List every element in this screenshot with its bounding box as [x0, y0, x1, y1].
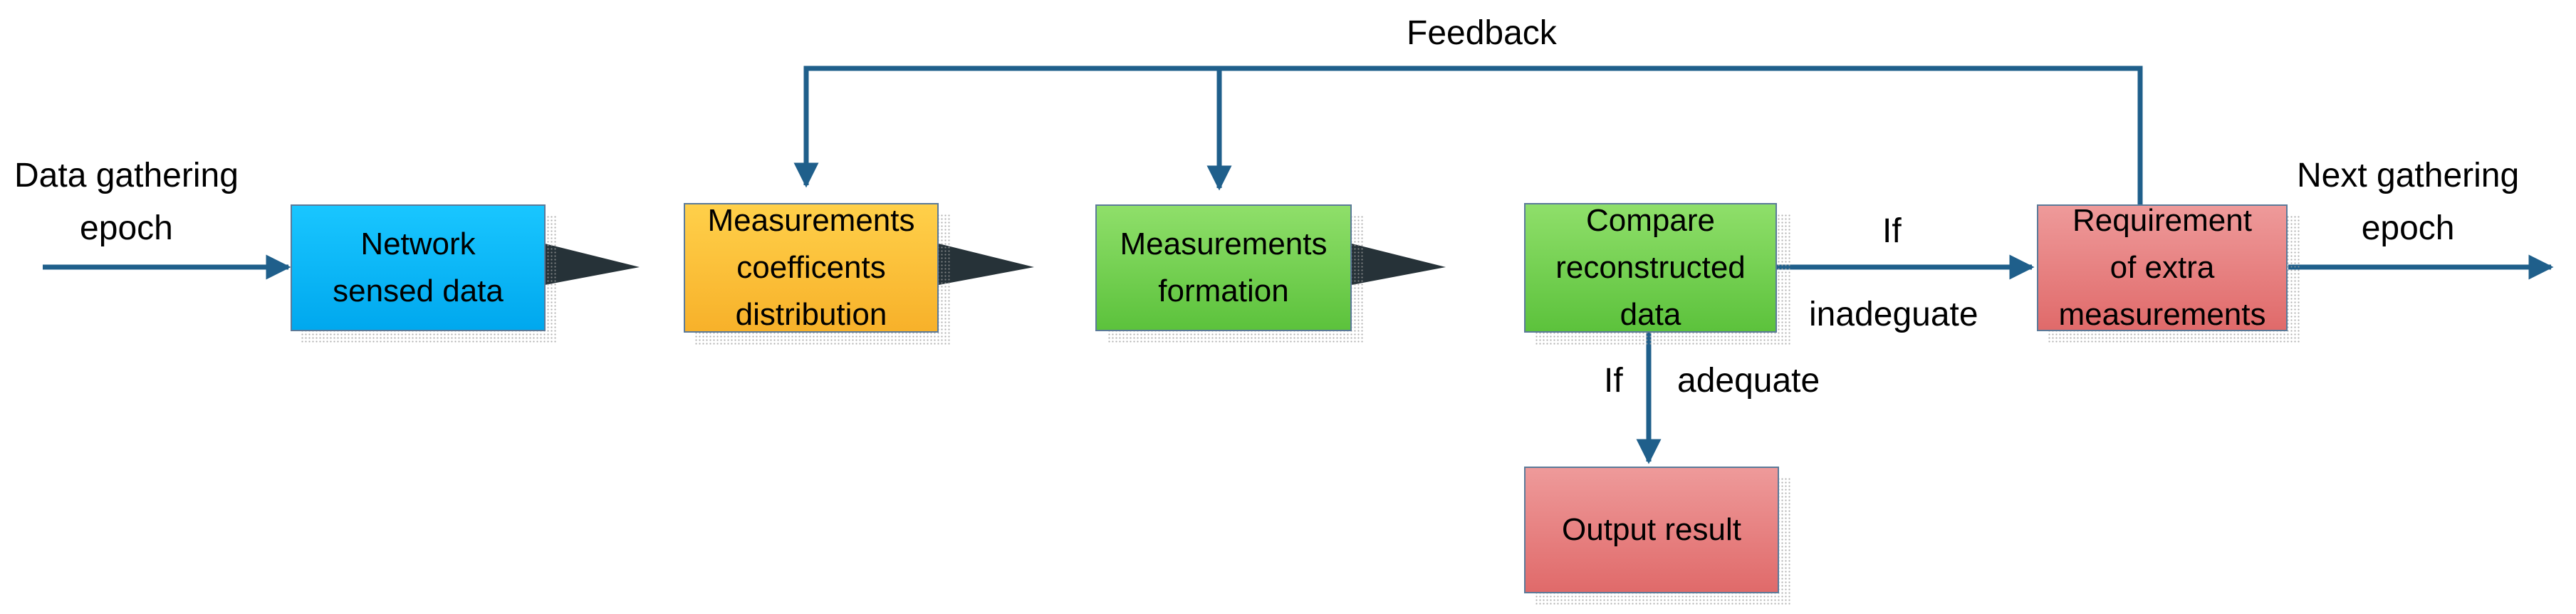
if-inadequate-label: If — [1882, 212, 1902, 250]
inadequate-label: inadeguate — [1809, 296, 1978, 333]
output-result-box: Output result — [1524, 467, 1779, 593]
output-label: Next gathering epoch — [2297, 157, 2520, 248]
compare-reconstructed-box: Compare reconstructed data — [1524, 203, 1777, 333]
input-label: Data gathering epoch — [14, 157, 239, 248]
feedback-label: Feedback — [1407, 14, 1557, 52]
feedback-loop-line — [793, 66, 2143, 207]
wedge-connector-1 — [545, 244, 640, 285]
measurements-formation-box: Measurements formation — [1095, 204, 1352, 331]
wedge-connector-2 — [939, 244, 1034, 285]
requirement-extra-box: Requirement of extra measurements — [2037, 203, 2288, 332]
if-adequate-label: If — [1604, 362, 1623, 400]
adequate-label: adequate — [1677, 362, 1820, 400]
wedge-connector-3 — [1352, 244, 1446, 285]
measurements-coefficients-box: Measurements coefficents distribution — [684, 203, 939, 333]
network-sensed-data-box: Network sensed data — [291, 204, 546, 331]
